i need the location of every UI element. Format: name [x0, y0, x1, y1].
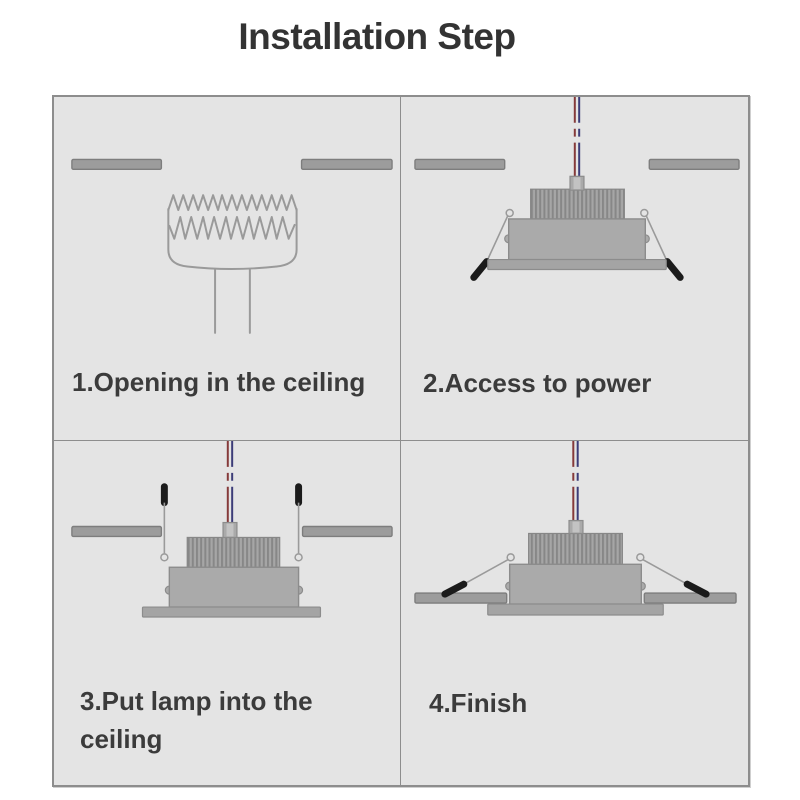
ceiling-left-bar — [71, 158, 163, 171]
trim-flange — [487, 603, 664, 616]
downlight-wiring-illustration — [414, 97, 740, 281]
step-3-label: 3.Put lamp into the ceiling — [80, 686, 313, 754]
ceiling-right-bar — [300, 158, 393, 171]
lamp-body — [507, 218, 646, 261]
power-wires — [226, 441, 234, 524]
power-wires — [572, 441, 579, 521]
spring-clip-left — [441, 553, 515, 598]
downlight-finished-illustration — [414, 441, 737, 616]
installation-steps-grid: 1.Opening in the ceiling — [52, 95, 750, 787]
heatsink — [186, 536, 281, 568]
spring-clip-right — [636, 553, 710, 598]
spring-clip-right — [640, 208, 684, 281]
step-panel-2: 2.Access to power — [401, 97, 748, 441]
ceiling-right-bar — [301, 525, 393, 538]
drill-shank-icon — [214, 268, 251, 334]
ceiling-left-bar — [71, 525, 163, 538]
ceiling-left-bar — [414, 158, 506, 171]
wire-connector — [569, 175, 585, 191]
trim-flange — [487, 258, 667, 271]
heatsink — [530, 188, 625, 220]
hole-saw-icon — [167, 194, 298, 334]
step-panel-1: 1.Opening in the ceiling — [54, 97, 401, 441]
power-wires — [573, 97, 581, 178]
lamp-body — [168, 566, 300, 608]
heatsink — [528, 532, 623, 565]
downlight-insertion-illustration — [71, 441, 393, 618]
ceiling-right-bar — [648, 158, 740, 171]
wire-connector — [568, 519, 584, 535]
spring-clip-left — [470, 208, 514, 281]
step-panel-3: 3.Put lamp into the ceiling — [54, 441, 401, 785]
step-1-label: 1.Opening in the ceiling — [72, 367, 366, 397]
page-title: Installation Step — [238, 16, 516, 57]
step-panel-4: 4.Finish — [401, 441, 748, 785]
spring-clip-left — [160, 483, 169, 562]
wire-connector — [222, 521, 238, 539]
ceiling-right-bar — [643, 592, 737, 604]
ceiling-left-bar — [414, 592, 508, 604]
trim-flange — [141, 606, 322, 618]
step-4-label: 4.Finish — [429, 688, 528, 718]
step-2-label: 2.Access to power — [423, 368, 652, 398]
lamp-body — [508, 563, 643, 605]
spring-clip-right — [294, 483, 303, 562]
hole-saw-illustration — [71, 158, 393, 334]
